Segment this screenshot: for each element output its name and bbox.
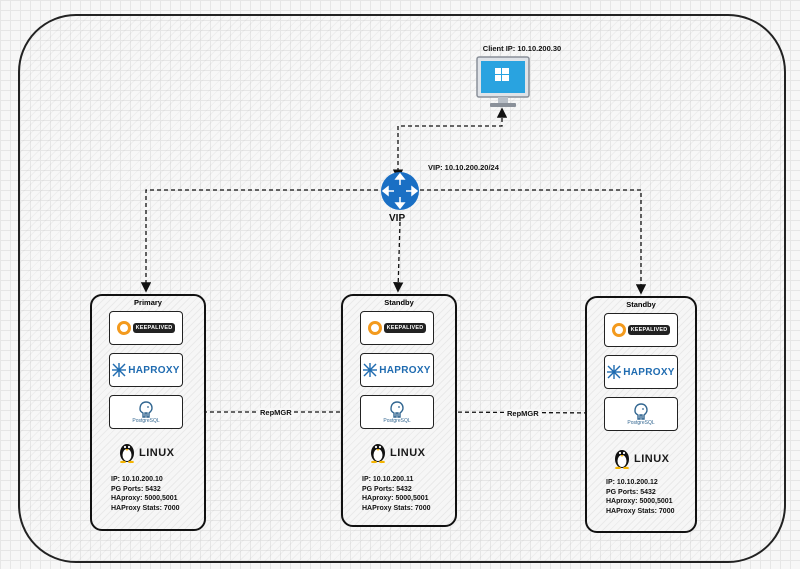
server-info: IP: 10.10.200.11 PG Ports: 5432 HAproxy:… (362, 475, 430, 513)
windows-monitor-icon (476, 56, 530, 113)
postgresql-module: PostgreSQL (604, 397, 678, 431)
server-role-label: Primary (134, 298, 162, 307)
server-primary: Primary KEEPALIVED HAPROXY PostgreSQL LI… (90, 294, 206, 531)
repmgr-label-2: RepMGR (505, 409, 541, 418)
server-role-label: Standby (384, 298, 414, 307)
server-standby-2: Standby KEEPALIVED HAPROXY PostgreSQL LI… (585, 296, 697, 533)
keepalived-logo-icon (611, 323, 626, 337)
keepalived-module: KEEPALIVED (604, 313, 678, 347)
haproxy-module: HAPROXY (604, 355, 678, 389)
haproxy-module: HAPROXY (109, 353, 183, 387)
linux-os-badge: LINUX (613, 448, 670, 469)
haproxy-stats-text: HAProxy Stats: 7000 (111, 504, 180, 512)
keepalived-logo-icon (116, 321, 131, 335)
client-ip-label: Client IP: 10.10.200.30 (482, 44, 562, 53)
tux-penguin-icon (371, 444, 385, 463)
vip-to-primary-link (140, 189, 378, 293)
postgresql-module: PostgreSQL (360, 395, 434, 429)
ip-text: IP: 10.10.200.10 (111, 476, 163, 483)
vip-address-label: VIP: 10.10.200.20/24 (428, 163, 499, 172)
pg-ports-text: PG Ports: 5432 (606, 488, 656, 496)
router-icon (380, 171, 420, 216)
server-standby-1: Standby KEEPALIVED HAPROXY PostgreSQL LI… (341, 294, 457, 527)
tux-penguin-icon (120, 444, 134, 463)
haproxy-logo-icon (363, 363, 378, 377)
postgresql-module: PostgreSQL (109, 395, 183, 429)
repmgr-label-1: RepMGR (258, 408, 294, 417)
keepalived-module: KEEPALIVED (360, 311, 434, 345)
vip-to-standby1-link (393, 221, 404, 293)
postgresql-elephant-icon (634, 402, 648, 420)
keepalived-logo-icon (367, 321, 382, 335)
haproxy-ports-text: HAproxy: 5000,5001 (111, 495, 178, 502)
haproxy-ports-text: HAproxy: 5000,5001 (362, 495, 429, 502)
haproxy-stats-text: HAProxy Stats: 7000 (362, 504, 431, 512)
haproxy-logo-icon (112, 363, 127, 377)
linux-os-badge: LINUX (369, 442, 426, 463)
ip-text: IP: 10.10.200.11 (362, 476, 414, 483)
server-info: IP: 10.10.200.12 PG Ports: 5432 HAproxy:… (606, 478, 674, 516)
ip-text: IP: 10.10.200.12 (606, 479, 658, 486)
haproxy-logo-icon (607, 365, 622, 379)
postgresql-elephant-icon (139, 400, 153, 418)
client-to-vip-link (392, 107, 508, 180)
linux-os-badge: LINUX (118, 442, 175, 463)
vip-to-standby2-link (420, 189, 647, 295)
pg-ports-text: PG Ports: 5432 (362, 485, 412, 493)
server-role-label: Standby (626, 300, 656, 309)
haproxy-ports-text: HAproxy: 5000,5001 (606, 498, 673, 505)
haproxy-stats-text: HAProxy Stats: 7000 (606, 507, 675, 515)
pg-ports-text: PG Ports: 5432 (111, 485, 161, 493)
tux-penguin-icon (615, 450, 629, 469)
keepalived-module: KEEPALIVED (109, 311, 183, 345)
vip-name-label: VIP (389, 213, 406, 224)
haproxy-module: HAPROXY (360, 353, 434, 387)
postgresql-elephant-icon (390, 400, 404, 418)
repmgr-link-2 (429, 406, 604, 419)
server-info: IP: 10.10.200.10 PG Ports: 5432 HAproxy:… (111, 475, 179, 513)
